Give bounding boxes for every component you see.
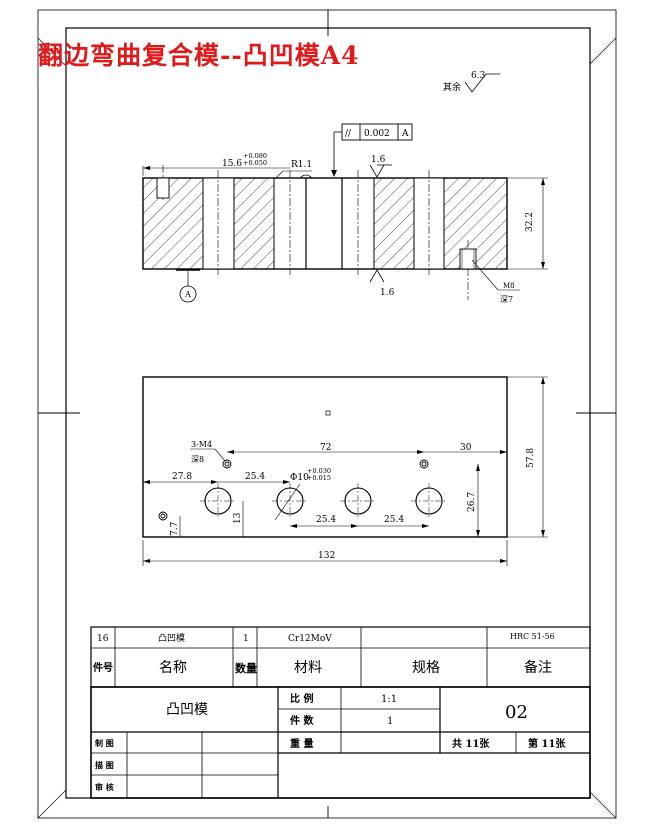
svg-text:1.6: 1.6 [371,155,386,165]
section-outline [142,177,508,270]
title-block [90,686,591,799]
svg-text:Cr12MoV: Cr12MoV [288,634,332,644]
svg-text:+0.080: +0.080 [243,152,267,160]
svg-text:规格: 规格 [412,660,440,676]
svg-text:7.7: 7.7 [170,521,180,536]
pierce-holes [200,483,447,519]
svg-text:比 例: 比 例 [290,692,313,705]
drawing-title: 翻边弯曲复合模--凸凹模A4 [38,41,360,70]
svg-text:1.6: 1.6 [380,288,395,298]
svg-text:+0.030: +0.030 [307,467,331,475]
roughness-note: 其余 6.3 [443,71,500,93]
svg-text:1: 1 [243,634,249,644]
svg-text:描 图: 描 图 [95,760,114,770]
svg-text:M8: M8 [503,282,515,290]
svg-text:1: 1 [387,716,393,727]
roughness-value: 6.3 [471,71,486,81]
svg-text:25.4: 25.4 [384,515,404,525]
hatched-regions [142,177,508,270]
paper-border [37,9,617,819]
plan-outline [142,376,508,538]
tapped-holes [158,459,429,521]
tolerance-frame: // 0.002 A [331,123,413,177]
roughness-label: 其余 [443,81,461,93]
dim-width: 15.6 +0.080 +0.050 [142,152,290,176]
title-block-text: 凸凹模 比 例 1:1 件 数 1 02 重 量 共 11张 第 11张 制 图… [95,692,566,792]
svg-text:25.4: 25.4 [316,515,336,525]
svg-text:备注: 备注 [524,659,552,676]
svg-text:深8: 深8 [191,455,204,464]
thread-callout: M8 深7 [471,259,520,304]
svg-text:重 量: 重 量 [290,737,313,750]
svg-text:件号: 件号 [93,661,113,674]
svg-text:HRC 51-56: HRC 51-56 [510,632,555,641]
svg-text:+0.050: +0.050 [243,159,267,167]
plan-view: 3-M4 深8 72 30 27.8 25.4 Φ10 +0.030 +0.01… [142,376,548,566]
svg-text:数量: 数量 [235,661,257,675]
svg-text:Φ10: Φ10 [290,473,309,483]
svg-text:57.8: 57.8 [526,448,536,468]
svg-text:审 核: 审 核 [95,782,114,792]
svg-text:26.7: 26.7 [467,492,477,512]
svg-text:材料: 材料 [294,660,322,676]
svg-text:+0.015: +0.015 [307,474,331,482]
svg-text:72: 72 [320,443,331,453]
section-view: // 0.002 A 15.6 +0.080 +0.050 R1.1 1.6 [142,123,548,304]
roughness-top: 1.6 [369,155,392,178]
radius-callout: R1.1 [275,160,312,179]
svg-text:共 11张: 共 11张 [452,737,490,750]
svg-text:凸凹模: 凸凹模 [166,702,208,718]
svg-text:32.2: 32.2 [525,212,535,232]
dim-height: 32.2 [507,177,548,270]
svg-text:深7: 深7 [500,295,513,304]
svg-text://: // [345,129,352,139]
svg-text:件 数: 件 数 [290,714,314,727]
svg-text:15.6: 15.6 [222,159,242,169]
svg-text:制 图: 制 图 [95,738,114,748]
svg-text:13: 13 [233,512,243,524]
svg-text:A: A [184,290,191,299]
parts-list-text: 16 凸凹模 1 Cr12MoV HRC 51-56 件号 名称 数量 材料 规… [93,632,555,676]
svg-text:16: 16 [97,634,109,644]
svg-text:名称: 名称 [159,660,187,676]
svg-text:27.8: 27.8 [172,472,192,482]
svg-text:02: 02 [505,702,528,723]
svg-text:第 11张: 第 11张 [528,737,566,750]
svg-text:132: 132 [318,551,335,561]
svg-text:R1.1: R1.1 [291,160,312,170]
roughness-bottom: 1.6 [369,269,395,298]
svg-text:A: A [401,129,409,139]
svg-text:30: 30 [460,443,472,453]
svg-text:凸凹模: 凸凹模 [158,633,185,644]
svg-text:1:1: 1:1 [381,694,397,705]
svg-text:25.4: 25.4 [245,472,265,482]
svg-text:0.002: 0.002 [364,129,390,139]
svg-text:3-M4: 3-M4 [191,440,212,449]
datum-a: A [176,269,200,303]
